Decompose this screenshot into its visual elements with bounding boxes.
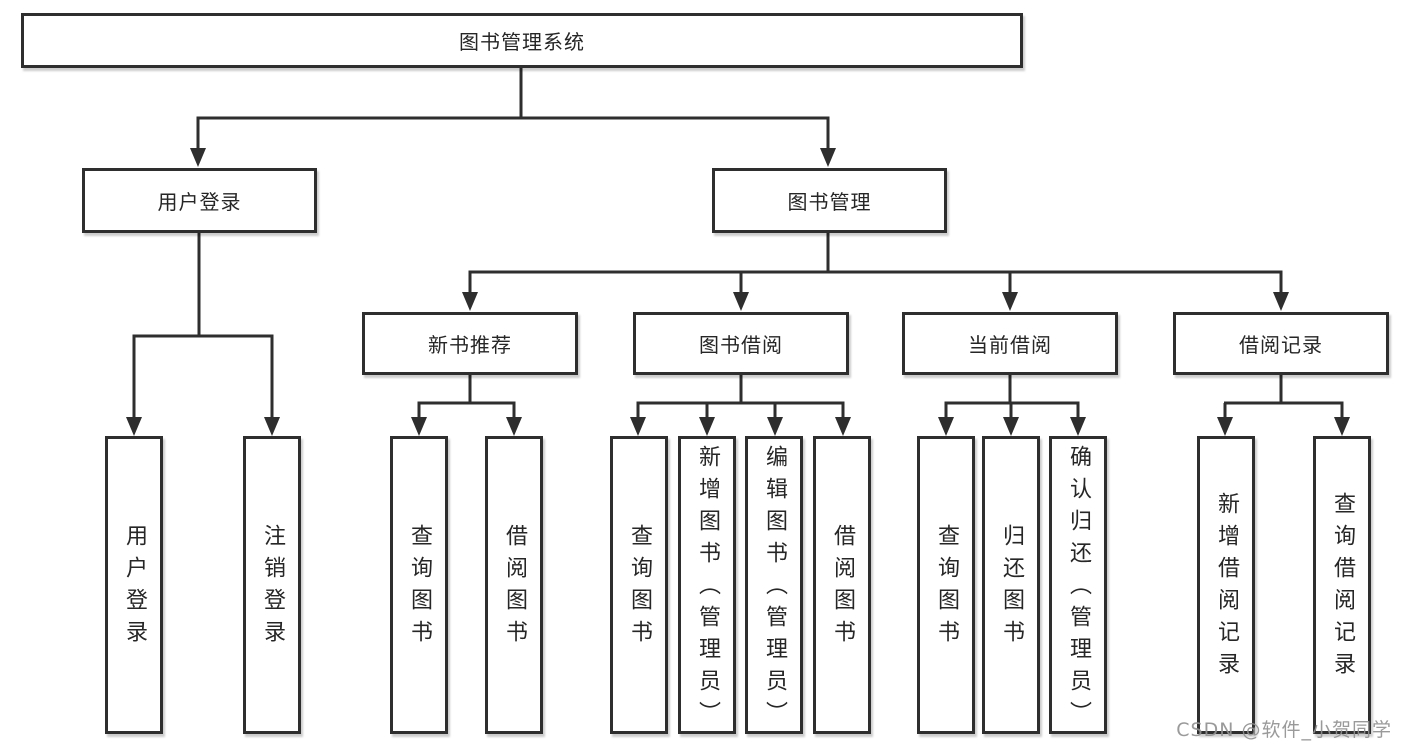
leaf-borrow-query-books: 查询图书: [610, 436, 668, 734]
leaf-records-add-record-label: 新增借阅记录: [1214, 492, 1239, 684]
leaf-recommend-borrow-books-label: 借阅图书: [502, 524, 527, 652]
leaf-recommend-query-books-label: 查询图书: [407, 524, 432, 652]
node-new-book-recommend-label: 新书推荐: [428, 333, 512, 357]
leaf-borrow-edit-books-admin: 编辑图书（管理员）: [745, 436, 803, 734]
leaf-borrow-borrow-books: 借阅图书: [813, 436, 871, 734]
leaf-borrow-add-books-admin: 新增图书（管理员）: [678, 436, 736, 734]
leaf-records-add-record: 新增借阅记录: [1197, 436, 1255, 734]
node-current-borrow: 当前借阅: [902, 312, 1118, 375]
leaf-current-query-books-label: 查询图书: [934, 524, 959, 652]
node-book-borrow: 图书借阅: [633, 312, 849, 375]
node-root: 图书管理系统: [21, 13, 1023, 68]
leaf-current-return-books: 归还图书: [982, 436, 1040, 734]
leaf-current-return-books-label: 归还图书: [999, 524, 1024, 652]
node-user-login-label: 用户登录: [157, 190, 242, 214]
leaf-borrow-edit-books-admin-label: 编辑图书（管理员）: [762, 445, 787, 733]
node-book-management-label: 图书管理: [787, 190, 872, 214]
leaf-current-query-books: 查询图书: [917, 436, 975, 734]
node-new-book-recommend: 新书推荐: [362, 312, 578, 375]
leaf-records-query-record-label: 查询借阅记录: [1330, 492, 1355, 684]
leaf-user-login: 用户登录: [105, 436, 163, 734]
node-borrow-records-label: 借阅记录: [1239, 333, 1323, 357]
leaf-records-query-record: 查询借阅记录: [1313, 436, 1371, 734]
csdn-watermark: CSDN @软件_小贺同学: [1176, 719, 1392, 741]
leaf-borrow-query-books-label: 查询图书: [627, 524, 652, 652]
node-borrow-records: 借阅记录: [1173, 312, 1389, 375]
node-book-borrow-label: 图书借阅: [699, 333, 783, 357]
leaf-current-confirm-return-admin-label: 确认归还（管理员）: [1066, 445, 1091, 733]
leaf-recommend-borrow-books: 借阅图书: [485, 436, 543, 734]
leaf-current-confirm-return-admin: 确认归还（管理员）: [1049, 436, 1107, 734]
leaf-logout-login-label: 注销登录: [260, 524, 285, 652]
leaf-borrow-add-books-admin-label: 新增图书（管理员）: [695, 445, 720, 733]
leaf-borrow-borrow-books-label: 借阅图书: [830, 524, 855, 652]
node-root-label: 图书管理系统: [459, 30, 585, 54]
leaf-logout-login: 注销登录: [243, 436, 301, 734]
node-book-management: 图书管理: [712, 168, 947, 233]
node-current-borrow-label: 当前借阅: [968, 333, 1052, 357]
leaf-recommend-query-books: 查询图书: [390, 436, 448, 734]
node-user-login: 用户登录: [82, 168, 317, 233]
leaf-user-login-label: 用户登录: [122, 524, 147, 652]
